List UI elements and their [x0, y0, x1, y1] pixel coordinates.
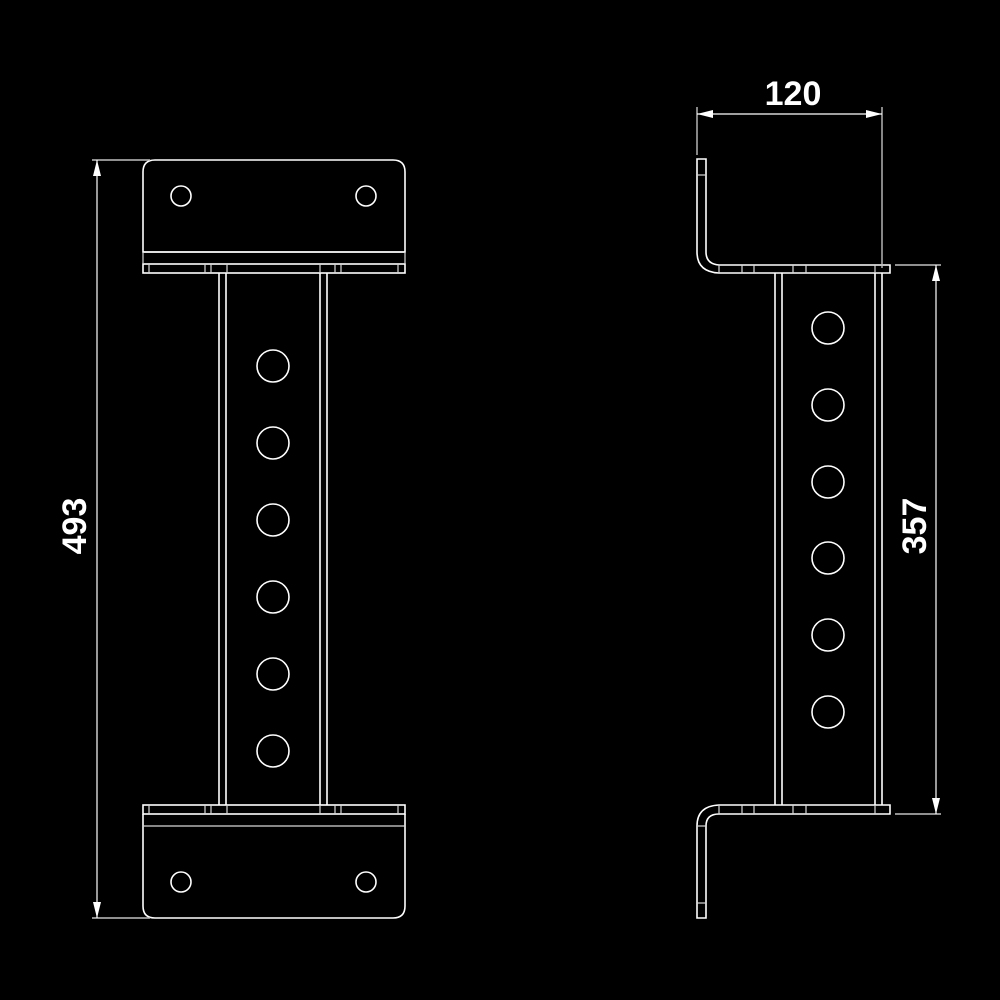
- dimension-flange-depth: 120: [696, 75, 883, 268]
- web-hole: [811, 465, 845, 499]
- top-mounting-plate: [142, 159, 406, 274]
- web-hole: [256, 349, 290, 383]
- dimension-web-length: 357: [895, 264, 941, 815]
- web-hole: [256, 734, 290, 768]
- top-flange: [696, 158, 891, 274]
- web-hole: [811, 541, 845, 575]
- mounting-hole: [355, 871, 377, 893]
- bottom-flange: [696, 804, 891, 919]
- mounting-hole: [170, 871, 192, 893]
- dimension-label-120: 120: [765, 75, 822, 113]
- web-hole: [811, 618, 845, 652]
- web-channel: [218, 273, 328, 805]
- web-hole: [811, 311, 845, 345]
- web-hole: [256, 503, 290, 537]
- web-hole: [811, 695, 845, 729]
- dimension-label-357: 357: [896, 498, 934, 555]
- dimension-overall-height: 493: [56, 159, 150, 919]
- bottom-mounting-plate: [142, 804, 406, 919]
- side-view: 120 357: [696, 75, 941, 919]
- dimension-label-493: 493: [56, 498, 94, 555]
- web-hole: [256, 426, 290, 460]
- mounting-hole: [170, 185, 192, 207]
- web-hole: [256, 580, 290, 614]
- web-hole: [256, 657, 290, 691]
- side-web-channel: [774, 273, 883, 805]
- front-view: 493: [56, 159, 406, 919]
- web-hole: [811, 388, 845, 422]
- mounting-hole: [355, 185, 377, 207]
